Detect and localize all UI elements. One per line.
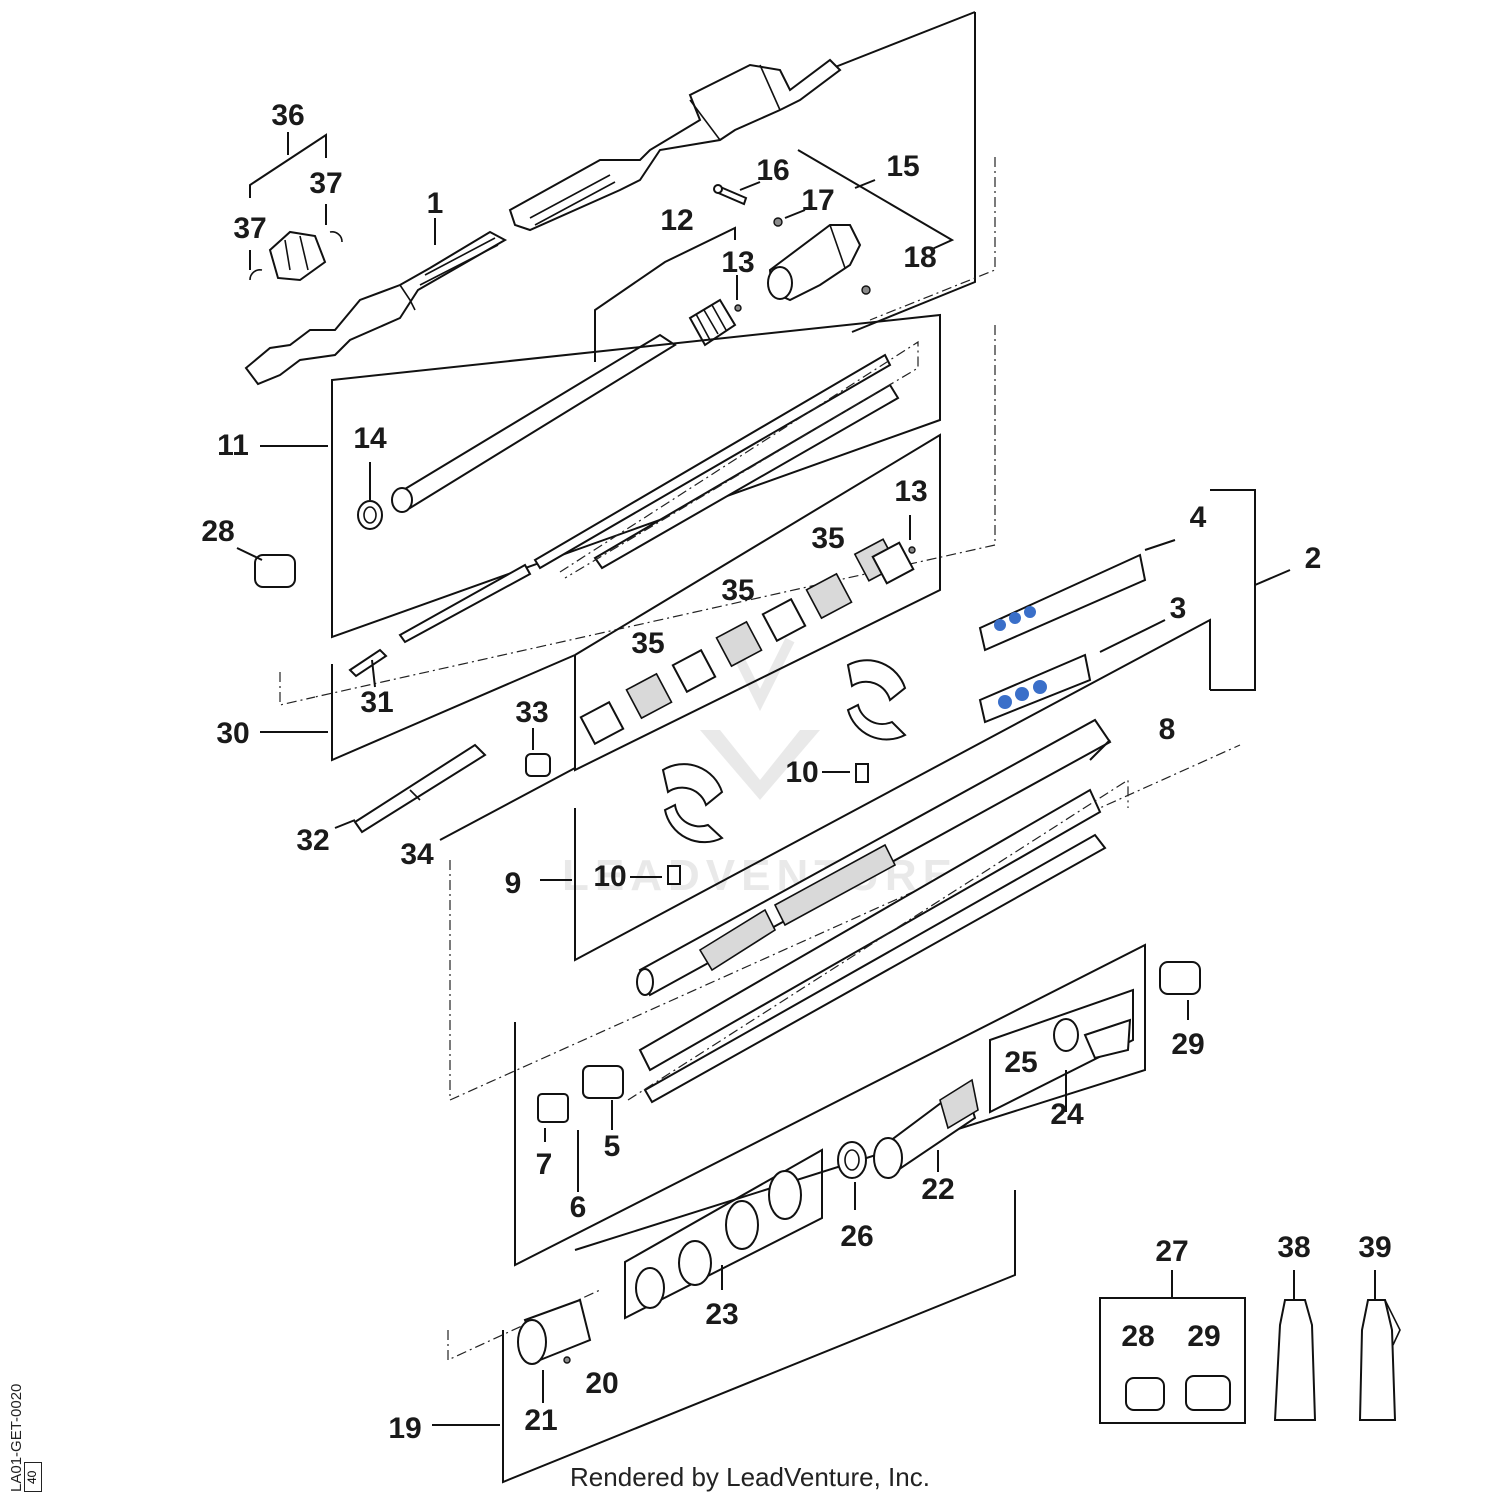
callout-3: 3 — [1170, 592, 1187, 625]
part-12-sleeve — [391, 333, 677, 513]
callout-29-right: 29 — [1171, 1028, 1204, 1061]
callout-20: 20 — [585, 1367, 618, 1400]
part-28-cap-kit — [1125, 1377, 1165, 1411]
callout-30: 30 — [216, 717, 249, 750]
callout-34: 34 — [400, 838, 434, 871]
callout-36: 36 — [271, 99, 304, 132]
callout-31: 31 — [360, 686, 393, 719]
callout-16: 16 — [756, 154, 789, 187]
page-number: 40 — [24, 1462, 42, 1492]
part-5-sleeve — [582, 1065, 624, 1099]
callout-37-left: 37 — [233, 212, 266, 245]
part-21-coupling — [517, 1298, 592, 1365]
callout-6: 6 — [570, 1191, 587, 1224]
part-8-tube — [627, 718, 1129, 1104]
callout-13-upper: 13 — [721, 246, 754, 279]
footer-credit: Rendered by LeadVenture, Inc. — [570, 1462, 930, 1492]
leader-lines — [236, 132, 1189, 1426]
part-24-coupling — [1083, 1018, 1132, 1060]
callout-35-mid: 35 — [721, 574, 754, 607]
callout-8: 8 — [1159, 713, 1176, 746]
callout-32: 32 — [296, 824, 329, 857]
frame-27-kit — [1099, 1270, 1246, 1424]
part-39-bottle — [1358, 1270, 1401, 1421]
part-29-cap-kit — [1185, 1375, 1231, 1411]
frame-9 — [449, 618, 1241, 1101]
callout-25: 25 — [1004, 1046, 1037, 1079]
callout-5: 5 — [604, 1130, 621, 1163]
callout-22: 22 — [921, 1173, 954, 1206]
callout-1: 1 — [427, 187, 444, 220]
callout-28-left: 28 — [201, 515, 234, 548]
callout-14: 14 — [353, 422, 387, 455]
part-4-label — [978, 553, 1147, 652]
part-33-bushing — [525, 753, 551, 777]
callout-37-right: 37 — [309, 167, 342, 200]
callout-38: 38 — [1277, 1231, 1310, 1264]
document-id: LA01-GET-0020 — [8, 1383, 25, 1492]
callout-11: 11 — [217, 429, 249, 462]
part-38-grease-tube — [1273, 1270, 1317, 1421]
part-1-drive-shaft-upper — [244, 58, 842, 386]
part-22-sleeve — [873, 1078, 979, 1179]
part-36-clip-assembly — [249, 230, 343, 282]
part-10-screw-upper — [855, 763, 869, 783]
part-29-cap — [1159, 961, 1201, 995]
callout-2: 2 — [1305, 542, 1322, 575]
part-11-inner-shaft — [398, 340, 919, 644]
callout-27: 27 — [1155, 1235, 1188, 1268]
frame-30 — [279, 654, 576, 762]
frame-23 — [624, 1148, 823, 1320]
callout-29-kit: 29 — [1187, 1320, 1220, 1353]
callout-23: 23 — [705, 1298, 738, 1331]
part-10-screw-lower — [667, 865, 681, 885]
callout-17: 17 — [801, 184, 834, 217]
part-clamp-halves-right — [846, 659, 907, 741]
callout-33: 33 — [515, 696, 548, 729]
callout-15: 15 — [886, 150, 919, 183]
part-16-screw — [713, 184, 748, 206]
part-17-nut — [773, 217, 783, 227]
frame-35-upper — [574, 433, 941, 772]
callout-7: 7 — [536, 1148, 553, 1181]
part-7-bushing — [537, 1093, 569, 1123]
callout-13-lower: 13 — [894, 475, 927, 508]
callout-4: 4 — [1190, 501, 1207, 534]
callout-9: 9 — [505, 867, 522, 900]
part-31-pin — [348, 648, 388, 678]
frame-11 — [314, 313, 996, 698]
callout-10-lower: 10 — [593, 860, 626, 893]
part-28-cap — [254, 554, 296, 588]
callout-10-upper: 10 — [785, 756, 818, 789]
callout-labels: 36 37 37 1 12 13 16 15 17 18 11 14 28 13… — [201, 99, 1391, 1445]
part-3-label — [978, 653, 1092, 724]
part-35-springs-upper — [579, 538, 916, 746]
callout-35-top: 35 — [811, 522, 844, 555]
callout-28-kit: 28 — [1121, 1320, 1154, 1353]
part-15-clamp — [767, 224, 862, 302]
callout-21: 21 — [524, 1404, 557, 1437]
frame-2-bracket — [1210, 489, 1291, 691]
part-32-drive-shaft-lower — [353, 743, 487, 834]
callout-12: 12 — [660, 204, 693, 237]
part-18-nut — [861, 285, 871, 295]
part-25-ring — [1053, 1018, 1079, 1052]
callout-39: 39 — [1358, 1231, 1391, 1264]
part-20-nut — [563, 1356, 571, 1364]
part-23-springs — [635, 1170, 802, 1309]
part-14-ring — [357, 500, 383, 530]
callout-35-low: 35 — [631, 627, 664, 660]
callout-26: 26 — [840, 1220, 873, 1253]
callout-19: 19 — [388, 1412, 421, 1445]
callout-24: 24 — [1050, 1098, 1084, 1131]
part-26-washer — [837, 1141, 867, 1179]
part-clamp-halves-left — [661, 763, 724, 844]
callout-18: 18 — [903, 241, 936, 274]
part-13-bushing-spring — [688, 298, 742, 347]
upper-frame — [819, 11, 996, 333]
